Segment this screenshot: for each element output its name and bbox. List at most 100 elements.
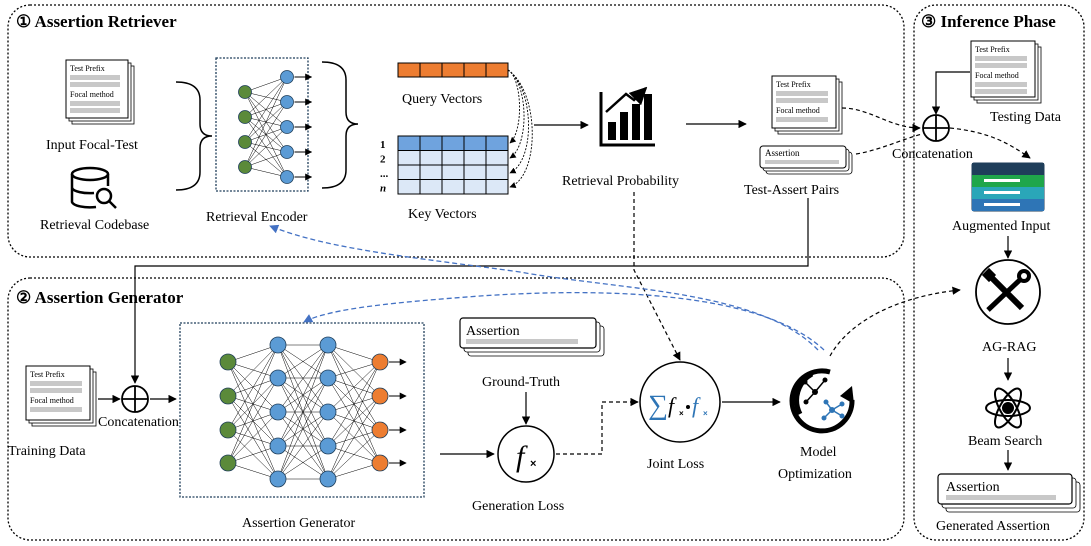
inference-concatenation-icon (922, 114, 950, 142)
loss-to-joint-route (556, 397, 639, 455)
retriever-title: ① Assertion Retriever (16, 12, 177, 31)
generator-node (219, 353, 237, 371)
generator-node (319, 403, 337, 421)
encoder-node (280, 70, 294, 84)
test-assert-pairs-doc: Test Prefix Focal method (771, 75, 843, 135)
inference-concat-label: Concatenation (892, 147, 973, 162)
svg-text:Test Prefix: Test Prefix (30, 370, 65, 379)
key-vector-cell (463, 135, 487, 151)
generation-loss-icon: f × (497, 425, 555, 483)
generator-node (269, 403, 287, 421)
vectors-brace (321, 61, 359, 189)
key-vector-cell (441, 135, 465, 151)
key-vector-cell (441, 179, 465, 195)
key-vector-cell (463, 164, 487, 180)
generator-node (371, 353, 389, 371)
bar-chart-icon (599, 86, 655, 147)
database-icon (70, 166, 117, 209)
assertion-generator-box (179, 322, 425, 498)
inference-section-box (913, 4, 1085, 541)
generation-loss-label: Generation Loss (472, 499, 564, 514)
key-vector-cell (441, 150, 465, 166)
query-key-links (507, 69, 533, 188)
generator-node (219, 454, 237, 472)
key-row-label: 2 (380, 154, 386, 166)
agrag-label: AG-RAG (982, 340, 1036, 355)
key-vectors (397, 135, 509, 195)
training-data-label: Training Data (8, 444, 86, 459)
svg-text:f: f (692, 393, 701, 418)
svg-text:Focal method: Focal method (30, 396, 74, 405)
svg-text:Assertion: Assertion (765, 148, 800, 158)
svg-text:×: × (679, 409, 684, 418)
retriever-section-box (7, 4, 905, 258)
key-row-label: ... (380, 168, 389, 180)
joint-loss-label: Joint Loss (647, 457, 704, 472)
svg-text:∑: ∑ (648, 390, 668, 421)
generator-node (319, 336, 337, 354)
svg-text:×: × (530, 458, 536, 470)
svg-text:Test Prefix: Test Prefix (776, 80, 811, 89)
generated-assertion-label: Generated Assertion (936, 519, 1050, 534)
key-vector-cell (485, 164, 509, 180)
query-vectors-label: Query Vectors (402, 92, 482, 107)
key-vector-cell (397, 179, 421, 195)
query-vector-cell (397, 62, 421, 78)
key-vector-cell (485, 150, 509, 166)
key-vector-cell (441, 164, 465, 180)
key-row-label: n (380, 183, 386, 195)
inference-title: ③ Inference Phase (921, 12, 1056, 31)
query-vector-cell (441, 62, 465, 78)
optimization-label-line1: Model (800, 445, 837, 460)
generator-node (319, 470, 337, 488)
query-vector-cell (485, 62, 509, 78)
test-assert-pairs-label: Test-Assert Pairs (744, 183, 839, 198)
generator-node (219, 387, 237, 405)
query-vectors (397, 62, 509, 78)
svg-text:Focal method: Focal method (776, 106, 820, 115)
augmented-input-label: Augmented Input (952, 219, 1050, 234)
svg-text:Test Prefix: Test Prefix (70, 64, 105, 73)
probability-to-joint-route (633, 192, 681, 361)
pair-assertion-card: Assertion (759, 145, 853, 175)
key-vector-cell (485, 135, 509, 151)
assertion-to-inference-route (855, 133, 923, 155)
generator-node (319, 437, 337, 455)
generator-node (371, 387, 389, 405)
svg-text:Test Prefix: Test Prefix (975, 45, 1010, 54)
retrieval-encoder-label: Retrieval Encoder (206, 210, 308, 225)
training-data-doc: Test Prefix Focal method (25, 365, 97, 427)
ground-truth-card: Assertion (459, 317, 605, 357)
beam-search-atom-icon (985, 387, 1031, 429)
key-vector-cell (397, 150, 421, 166)
testing-data-label: Testing Data (990, 110, 1062, 125)
key-vector-cell (397, 135, 421, 151)
generator-node (269, 437, 287, 455)
concatenation-icon (121, 385, 149, 413)
key-vector-cell (419, 164, 443, 180)
generator-node (319, 369, 337, 387)
key-vector-cell (463, 150, 487, 166)
key-vector-cell (419, 179, 443, 195)
optimization-to-encoder-feedback (269, 224, 819, 351)
beam-search-label: Beam Search (968, 434, 1042, 449)
encoder-node (280, 120, 294, 134)
encoder-node (280, 170, 294, 184)
generator-node (269, 336, 287, 354)
svg-text:Assertion: Assertion (946, 480, 1000, 495)
input-brace (175, 81, 213, 191)
svg-text:f: f (668, 393, 677, 418)
retrieval-probability-label: Retrieval Probability (562, 174, 679, 189)
key-vector-cell (419, 150, 443, 166)
generator-concat-label: Concatenation (98, 415, 179, 430)
generator-node (269, 369, 287, 387)
optimization-label-line2: Optimization (778, 467, 852, 482)
input-focal-test-doc: Test Prefix Focal method (65, 59, 135, 125)
assertion-generator-label: Assertion Generator (242, 516, 355, 531)
encoder-node (238, 160, 252, 174)
ground-truth-label: Ground-Truth (482, 375, 560, 390)
generator-title: ② Assertion Generator (16, 288, 184, 307)
input-focal-test-label: Input Focal-Test (46, 138, 138, 153)
svg-text:Assertion: Assertion (466, 324, 520, 339)
optimization-to-agrag-route (829, 286, 961, 357)
